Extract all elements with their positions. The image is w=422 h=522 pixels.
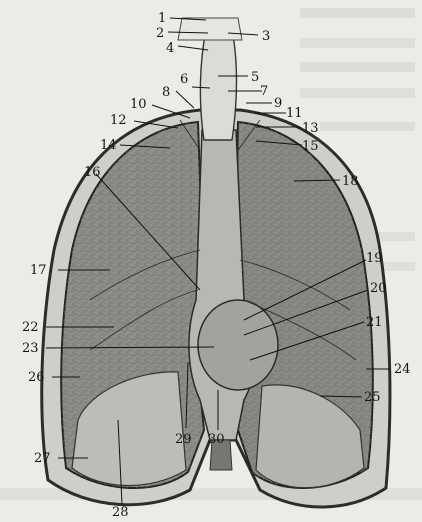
label-27: 27 — [34, 451, 51, 466]
label-13: 13 — [302, 121, 319, 136]
label-3: 3 — [262, 29, 270, 44]
label-1: 1 — [158, 11, 166, 26]
label-18: 18 — [342, 174, 359, 189]
label-8: 8 — [162, 85, 170, 100]
label-25: 25 — [364, 390, 381, 405]
label-5: 5 — [251, 70, 259, 85]
label-29: 29 — [175, 432, 192, 447]
label-6: 6 — [180, 72, 188, 87]
label-4: 4 — [166, 41, 174, 56]
label-23: 23 — [22, 341, 39, 356]
label-16: 16 — [84, 165, 101, 180]
label-20: 20 — [370, 281, 387, 296]
label-10: 10 — [130, 97, 147, 112]
label-22: 22 — [22, 320, 39, 335]
label-19: 19 — [366, 251, 383, 266]
label-28: 28 — [112, 505, 129, 520]
label-26: 26 — [28, 370, 45, 385]
label-14: 14 — [100, 138, 117, 153]
label-21: 21 — [366, 315, 383, 330]
label-15: 15 — [302, 139, 319, 154]
heart — [198, 300, 278, 390]
label-30: 30 — [208, 432, 225, 447]
label-12: 12 — [110, 113, 127, 128]
label-2: 2 — [156, 26, 164, 41]
label-9: 9 — [274, 96, 282, 111]
label-24: 24 — [394, 362, 411, 377]
label-11: 11 — [286, 106, 303, 121]
neck-vessels — [178, 18, 242, 40]
trachea — [200, 30, 236, 140]
label-7: 7 — [260, 84, 268, 99]
label-17: 17 — [30, 263, 47, 278]
